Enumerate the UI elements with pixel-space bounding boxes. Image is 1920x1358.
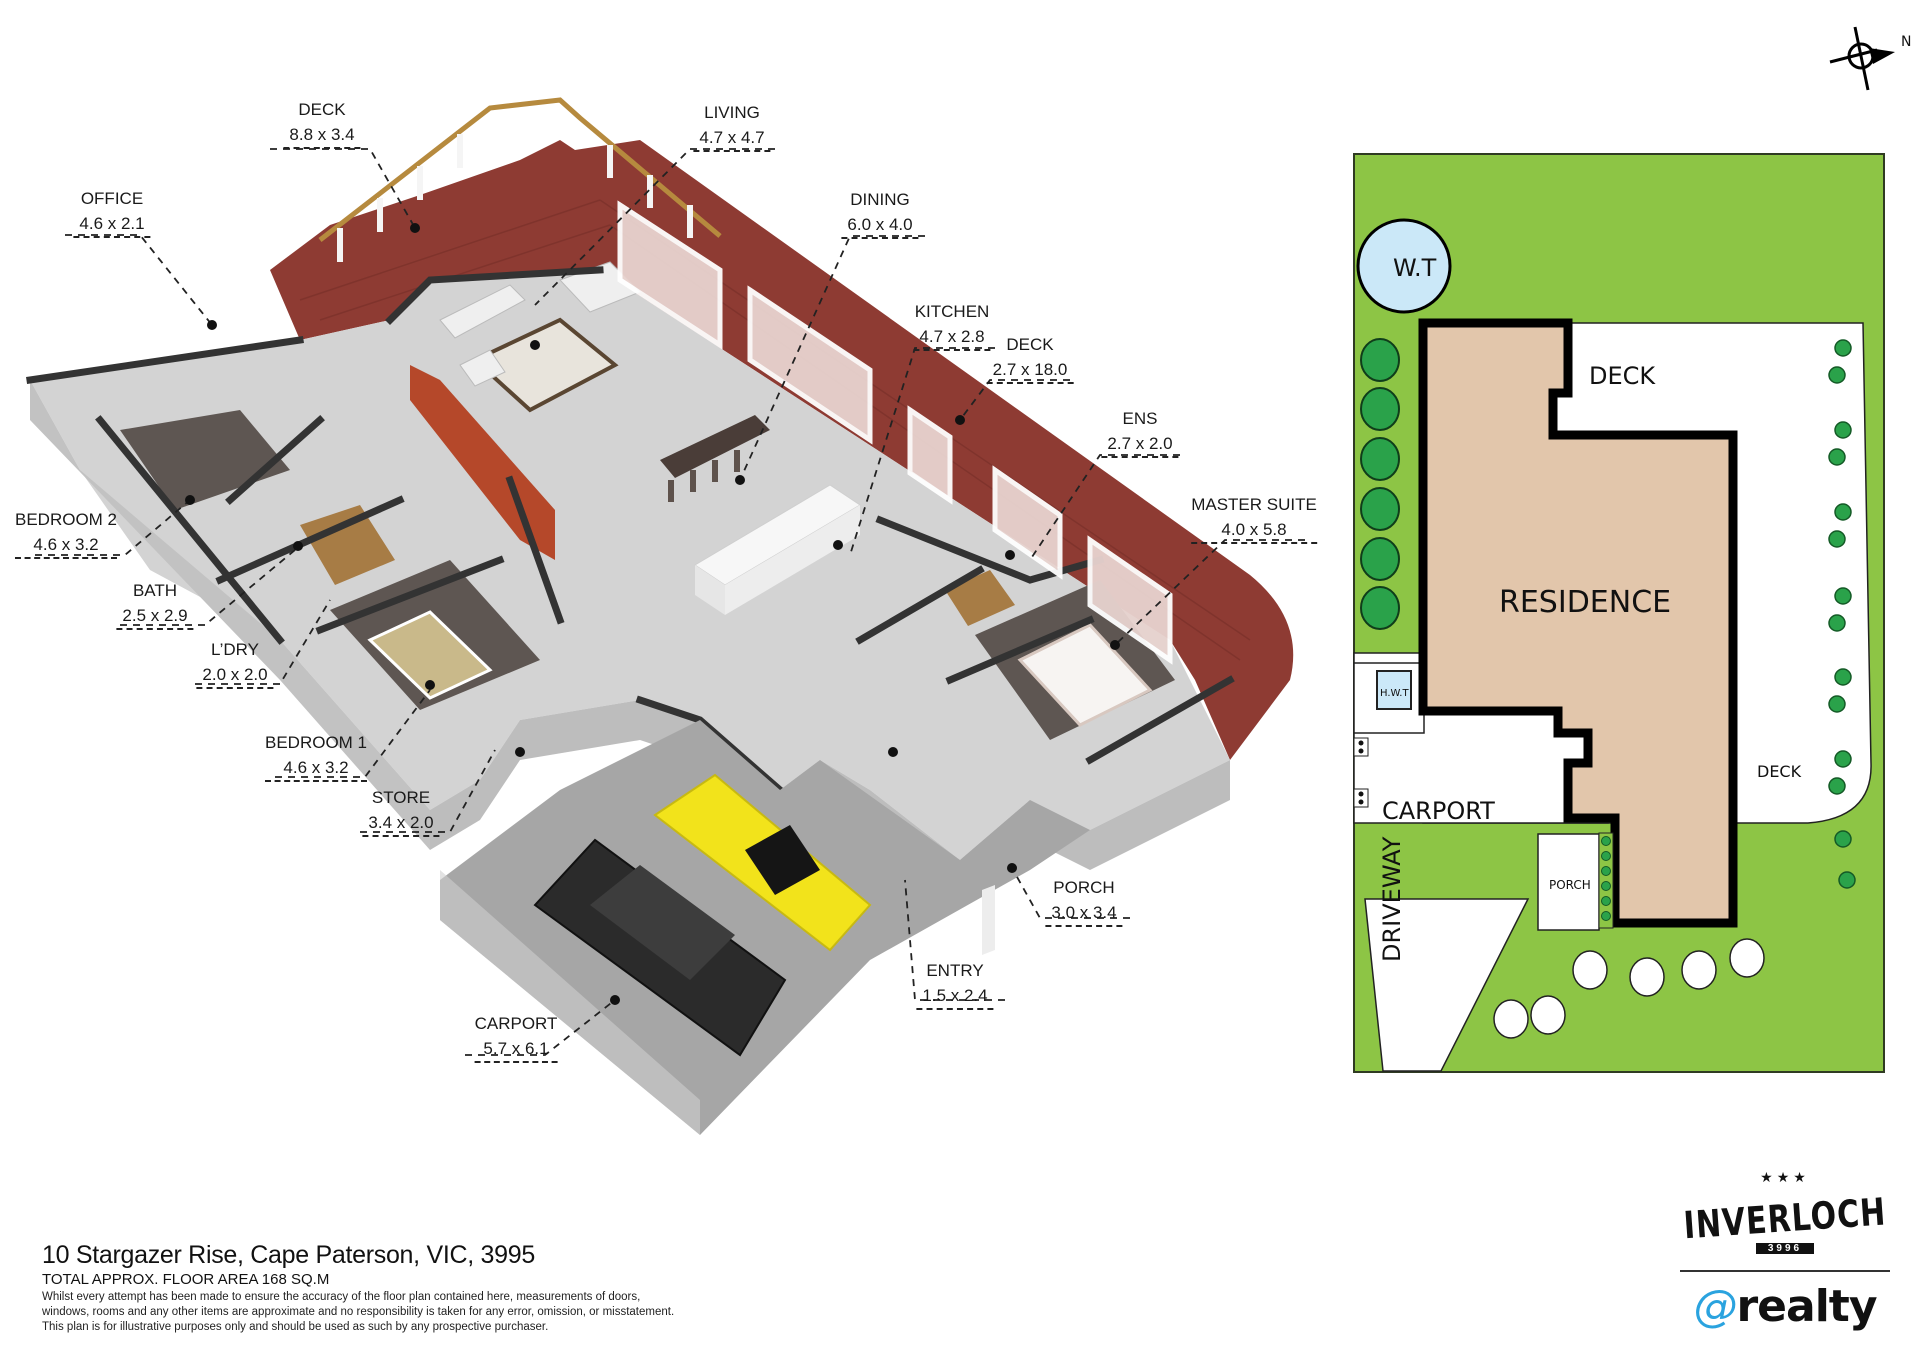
property-footer: 10 Stargazer Rise, Cape Paterson, VIC, 3… xyxy=(42,1240,674,1335)
room-dimensions: 5.7 x 6.1 xyxy=(474,1036,558,1063)
site-label-hot-water: H.W.T xyxy=(1380,688,1409,699)
room-name: BEDROOM 2 xyxy=(14,510,118,529)
total-floor-area: TOTAL APPROX. FLOOR AREA 168 SQ.M xyxy=(42,1271,330,1288)
room-label-ens: ENS 2.7 x 2.0 xyxy=(1101,406,1179,458)
site-label-deck-side: DECK xyxy=(1757,762,1802,781)
room-dimensions: 3.4 x 2.0 xyxy=(362,810,440,837)
room-name: L’DRY xyxy=(211,640,259,659)
agency-branding: ★★★ INVERLOCH 3996 @realty xyxy=(1680,1170,1890,1330)
room-name: ENS xyxy=(1122,409,1158,428)
room-dimensions: 4.7 x 2.8 xyxy=(913,324,991,351)
room-name: BEDROOM 1 xyxy=(264,733,368,752)
property-address: 10 Stargazer Rise, Cape Paterson, VIC, 3… xyxy=(42,1241,535,1269)
site-residence xyxy=(1418,318,1738,928)
room-name: ENTRY xyxy=(926,961,984,980)
room-name: PORCH xyxy=(1053,878,1115,897)
dining-table xyxy=(660,415,770,478)
room-label-office: OFFICE 4.6 x 2.1 xyxy=(73,186,151,238)
room-dimensions: 8.8 x 3.4 xyxy=(283,122,361,149)
bath-floor xyxy=(300,505,395,585)
room-label-dining: DINING 6.0 x 4.0 xyxy=(841,187,919,239)
site-label-carport: CARPORT xyxy=(1382,797,1495,825)
compass-north-label: N xyxy=(1901,34,1912,50)
disclaimer-line-3: This plan is for illustrative purposes o… xyxy=(42,1321,549,1333)
room-dimensions: 4.7 x 4.7 xyxy=(693,125,771,152)
site-label-residence: RESIDENCE xyxy=(1499,585,1672,620)
room-dimensions: 4.6 x 3.2 xyxy=(264,755,368,782)
room-name: STORE xyxy=(371,788,431,807)
room-label-porch: PORCH 3.0 x 3.4 xyxy=(1045,875,1123,927)
front-garden-circles xyxy=(1493,938,1765,1039)
disclaimer-line-2: windows, rooms and any other items are a… xyxy=(42,1306,675,1318)
room-label-entry: ENTRY 1.5 x 2.4 xyxy=(916,958,994,1010)
water-tank xyxy=(1356,218,1452,314)
deck-area xyxy=(270,140,1294,760)
disclaimer-line-1: Whilst every attempt has been made to en… xyxy=(42,1291,641,1303)
room-label-living: LIVING 4.7 x 4.7 xyxy=(693,100,771,152)
north-compass: N xyxy=(1815,22,1915,92)
site-label-deck-top: DECK xyxy=(1589,362,1656,390)
room-name: CARPORT xyxy=(474,1014,558,1033)
room-dimensions: 3.0 x 3.4 xyxy=(1045,900,1123,927)
room-dimensions: 2.5 x 2.9 xyxy=(116,603,194,630)
room-name: MASTER SUITE xyxy=(1191,495,1317,514)
room-dimensions: 2.0 x 2.0 xyxy=(196,662,274,689)
living-rug xyxy=(471,317,619,413)
room-dimensions: 4.6 x 2.1 xyxy=(73,211,151,238)
room-label-deck-side: DECK 2.7 x 18.0 xyxy=(986,332,1074,384)
room-name: DECK xyxy=(1006,335,1054,354)
room-label-bath: BATH 2.5 x 2.9 xyxy=(116,578,194,630)
room-dimensions: 1.5 x 2.4 xyxy=(916,983,994,1010)
hot-water-tank xyxy=(1376,670,1412,710)
room-label-bedroom-2: BEDROOM 2 4.6 x 3.2 xyxy=(14,507,118,559)
room-name: KITCHEN xyxy=(914,302,990,321)
logo-divider xyxy=(1680,1270,1890,1272)
house-floor xyxy=(30,270,1230,860)
room-dimensions: 2.7 x 18.0 xyxy=(986,357,1074,384)
room-dimensions: 6.0 x 4.0 xyxy=(841,212,919,239)
logo-postcode: 3996 xyxy=(1756,1243,1814,1254)
room-dimensions: 4.0 x 5.8 xyxy=(1191,517,1317,544)
room-dimensions: 2.7 x 2.0 xyxy=(1101,431,1179,458)
site-driveway xyxy=(1364,898,1530,1072)
tree-row-left xyxy=(1360,338,1400,630)
site-plan xyxy=(1353,153,1885,1073)
bed-master xyxy=(1017,623,1153,727)
room-name: OFFICE xyxy=(80,189,144,208)
room-label-master-suite: MASTER SUITE 4.0 x 5.8 xyxy=(1191,492,1317,544)
room-name: DECK xyxy=(298,100,346,119)
room-label-kitchen: KITCHEN 4.7 x 2.8 xyxy=(913,299,991,351)
room-label-bedroom-1: BEDROOM 1 4.6 x 3.2 xyxy=(264,730,368,782)
stars-icon: ★★★ xyxy=(1760,1169,1810,1185)
compass-icon xyxy=(1829,26,1895,91)
agency-name: realty xyxy=(1736,1281,1877,1332)
bedroom2-floor xyxy=(120,410,290,510)
room-label-deck-main: DECK 8.8 x 3.4 xyxy=(283,97,361,149)
deck-railing xyxy=(318,97,722,242)
shrub-row-right xyxy=(1828,339,1856,889)
exterior-wall xyxy=(30,380,430,850)
bed-1 xyxy=(367,610,493,700)
room-label-store: STORE 3.4 x 2.0 xyxy=(362,785,440,837)
room-name: DINING xyxy=(850,190,910,209)
inverloch-logo: INVERLOCH xyxy=(1682,1190,1888,1249)
room-name: BATH xyxy=(132,581,178,600)
site-label-driveway: DRIVEWAY xyxy=(1378,836,1406,962)
room-label-laundry: L’DRY 2.0 x 2.0 xyxy=(196,637,274,689)
room-name: LIVING xyxy=(704,103,760,122)
at-symbol-icon: @ xyxy=(1693,1281,1737,1332)
room-label-carport: CARPORT 5.7 x 6.1 xyxy=(474,1011,558,1063)
realty-logo: @realty xyxy=(1680,1284,1890,1330)
floor-plan-3d xyxy=(26,97,1305,1135)
site-label-water-tank: W.T xyxy=(1393,254,1437,282)
room-dimensions: 4.6 x 3.2 xyxy=(14,532,118,559)
site-label-porch: PORCH xyxy=(1549,878,1591,892)
